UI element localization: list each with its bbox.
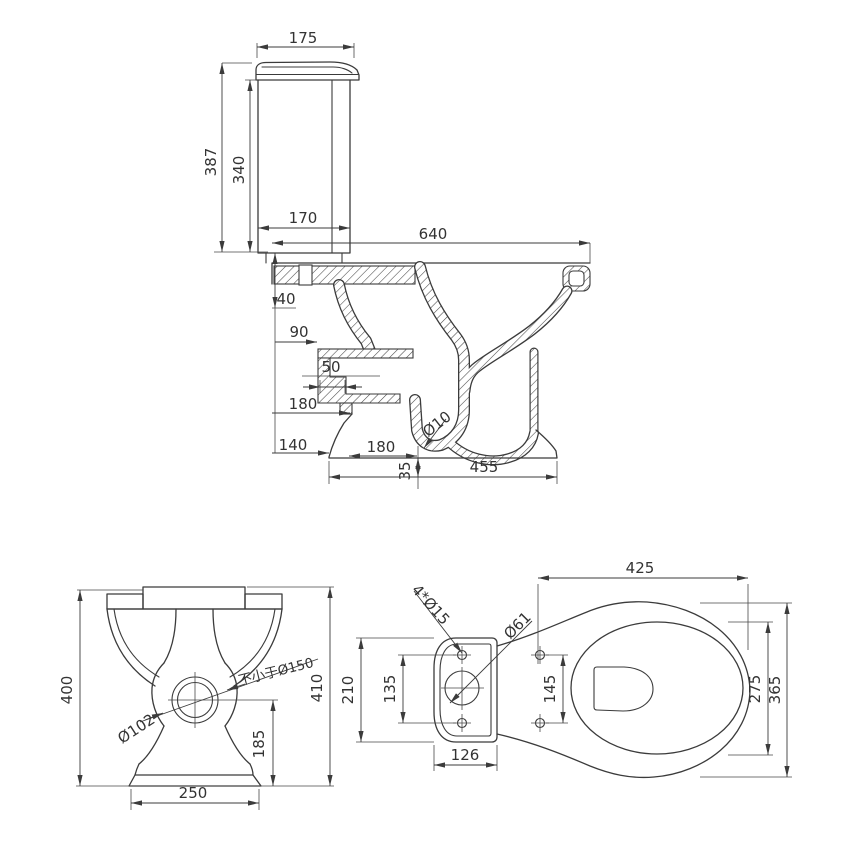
- dim-clearance-note: 不小于Ø150: [237, 655, 315, 689]
- cistern-outline: [257, 79, 351, 254]
- dim-total-depth: 640: [419, 225, 448, 243]
- side-dimensions: [214, 43, 591, 489]
- dim-185: 185: [250, 730, 268, 759]
- dim-140: 140: [279, 436, 308, 454]
- plan-view: 425 4*Ø15 Ø61 210 135 145 275 365 126: [339, 559, 792, 779]
- tank-plan-inner: [439, 643, 492, 737]
- dim-410: 410: [308, 674, 326, 703]
- base-outline: [328, 413, 558, 459]
- flush-channel-floor: [317, 348, 414, 359]
- front-dimensions: [76, 586, 334, 810]
- dim-spigot-dia: Ø102: [114, 710, 158, 747]
- dim-lid-width: 175: [289, 29, 318, 47]
- dim-275: 275: [746, 675, 764, 704]
- deck-section: [273, 265, 416, 285]
- dim-50: 50: [321, 358, 340, 376]
- dim-180-upper: 180: [289, 395, 318, 413]
- dim-145: 145: [541, 675, 559, 704]
- dim-tank-height: 340: [230, 156, 248, 185]
- side-view: 175 387 340 170 640 40 90 50 180 140 180…: [202, 29, 591, 489]
- dim-90: 90: [289, 323, 308, 341]
- seat-opening: [570, 621, 744, 755]
- dim-base-width: 250: [179, 784, 208, 802]
- plan-dimensions: [356, 575, 792, 778]
- front-outline: [106, 586, 283, 787]
- dim-tank-depth: 170: [289, 209, 318, 227]
- bowl-deck: [271, 262, 591, 285]
- dim-rim-depth: 40: [276, 290, 295, 308]
- front-view: 400 410 Ø102 不小于Ø150 185 250: [58, 586, 334, 810]
- dim-total-height: 387: [202, 148, 220, 177]
- dim-210: 210: [339, 676, 357, 705]
- dim-180-lower: 180: [367, 438, 396, 456]
- dim-425: 425: [626, 559, 655, 577]
- fixing-holes: [453, 646, 549, 732]
- dim-126: 126: [451, 746, 480, 764]
- dim-61: Ø61: [500, 608, 535, 643]
- tank-plan-outer: [433, 637, 498, 743]
- dim-35: 35: [396, 461, 414, 480]
- dim-135: 135: [381, 675, 399, 704]
- dim-fix-holes: 4*Ø15: [408, 581, 453, 629]
- bowl-section-walls: [339, 267, 567, 460]
- dim-base-depth: 455: [470, 458, 499, 476]
- plan-outline: [433, 601, 751, 779]
- dim-365: 365: [766, 676, 784, 705]
- water-spot: [593, 666, 654, 712]
- cistern-lid-outline: [255, 61, 360, 81]
- bowl-plan-outline: [496, 601, 751, 779]
- dim-400: 400: [58, 676, 76, 705]
